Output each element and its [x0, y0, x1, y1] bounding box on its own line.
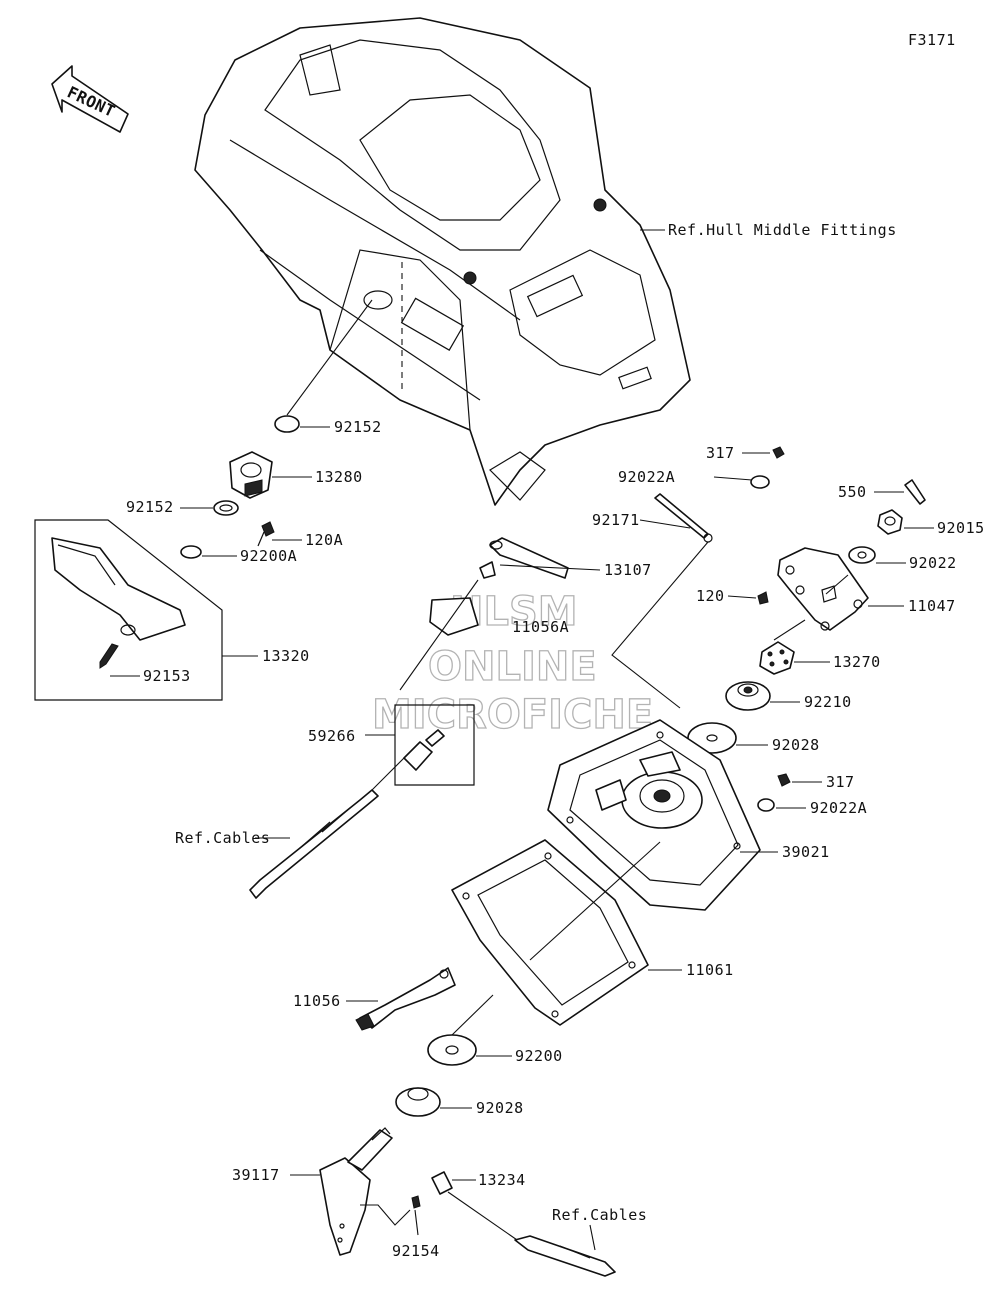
group-box-13320: [34, 519, 223, 701]
label-39117: 39117: [232, 1166, 280, 1184]
label-11056A: 11056A: [512, 618, 569, 636]
label-92028-lower: 92028: [476, 1099, 524, 1117]
part-11056A: [399, 579, 479, 691]
collar-92028-lower: [395, 1087, 441, 1117]
label-317-top: 317: [706, 444, 735, 462]
fitting-92154: [411, 1195, 421, 1209]
grommet-92152-lower: [213, 500, 239, 516]
label-317-lower: 317: [826, 773, 855, 791]
screw-120: [757, 591, 769, 605]
washer-92200: [427, 1034, 477, 1066]
pin-550: [904, 479, 926, 505]
grommet-92152-top: [274, 415, 300, 433]
part-13320-cover: [51, 537, 186, 641]
label-92022A-top: 92022A: [618, 468, 675, 486]
nut-317-top: [772, 446, 785, 459]
label-11047: 11047: [908, 597, 956, 615]
label-11061: 11061: [686, 961, 734, 979]
label-92022: 92022: [909, 554, 957, 572]
nut-317-lower: [777, 773, 791, 787]
part-11061: [451, 839, 661, 1026]
svg-text:ONLINE: ONLINE: [428, 644, 597, 690]
label-92153: 92153: [143, 667, 191, 685]
label-92200A: 92200A: [240, 547, 297, 565]
washer-92022A-top: [750, 475, 770, 489]
label-92200: 92200: [515, 1047, 563, 1065]
label-59266: 59266: [308, 727, 356, 745]
washer-92022A-lower: [757, 798, 775, 812]
front-arrow-icon: FRONT: [51, 65, 129, 133]
washer-92200A: [180, 545, 202, 559]
label-13320: 13320: [262, 647, 310, 665]
cable-upper: [249, 757, 405, 899]
part-13280: [229, 451, 273, 499]
figure-code: F3171: [908, 31, 956, 49]
label-13270: 13270: [833, 653, 881, 671]
label-92015: 92015: [937, 519, 985, 537]
label-13107: 13107: [604, 561, 652, 579]
label-92022A-lower: 92022A: [810, 799, 867, 817]
ref-hull-label: Ref.Hull Middle Fittings: [668, 221, 897, 239]
collar-92210: [725, 681, 771, 711]
part-59266: [403, 729, 445, 771]
label-39021: 39021: [782, 843, 830, 861]
part-11056: [355, 967, 456, 1031]
svg-text:MICROFICHE: MICROFICHE: [372, 692, 653, 738]
tie-92171: [654, 493, 713, 543]
label-120: 120: [696, 587, 725, 605]
part-39021: [547, 719, 761, 911]
part-39117: [319, 1127, 411, 1256]
screw-92153: [99, 643, 119, 669]
watermark: HLSM ONLINE MICROFICHE: [371, 588, 654, 738]
label-92152-lower: 92152: [126, 498, 174, 516]
label-13280: 13280: [315, 468, 363, 486]
label-92028-upper: 92028: [772, 736, 820, 754]
ref-cables-upper: Ref.Cables: [175, 829, 270, 847]
label-550: 550: [838, 483, 867, 501]
label-92154: 92154: [392, 1242, 440, 1260]
part-13270: [759, 619, 806, 675]
label-11056: 11056: [293, 992, 341, 1010]
label-92210: 92210: [804, 693, 852, 711]
part-13107: [479, 537, 569, 579]
ref-cables-lower: Ref.Cables: [552, 1206, 647, 1224]
screw-120A: [257, 521, 275, 547]
nut-92015: [877, 509, 903, 535]
part-11047: [777, 547, 869, 631]
group-box-59266: [394, 704, 475, 786]
part-13234: [431, 1171, 453, 1195]
label-13234: 13234: [478, 1171, 526, 1189]
cable-lower: [447, 1191, 616, 1277]
hull-fittings: [194, 17, 691, 506]
washer-92022: [848, 546, 876, 564]
label-92152-top: 92152: [334, 418, 382, 436]
label-120A: 120A: [305, 531, 343, 549]
label-92171: 92171: [592, 511, 640, 529]
